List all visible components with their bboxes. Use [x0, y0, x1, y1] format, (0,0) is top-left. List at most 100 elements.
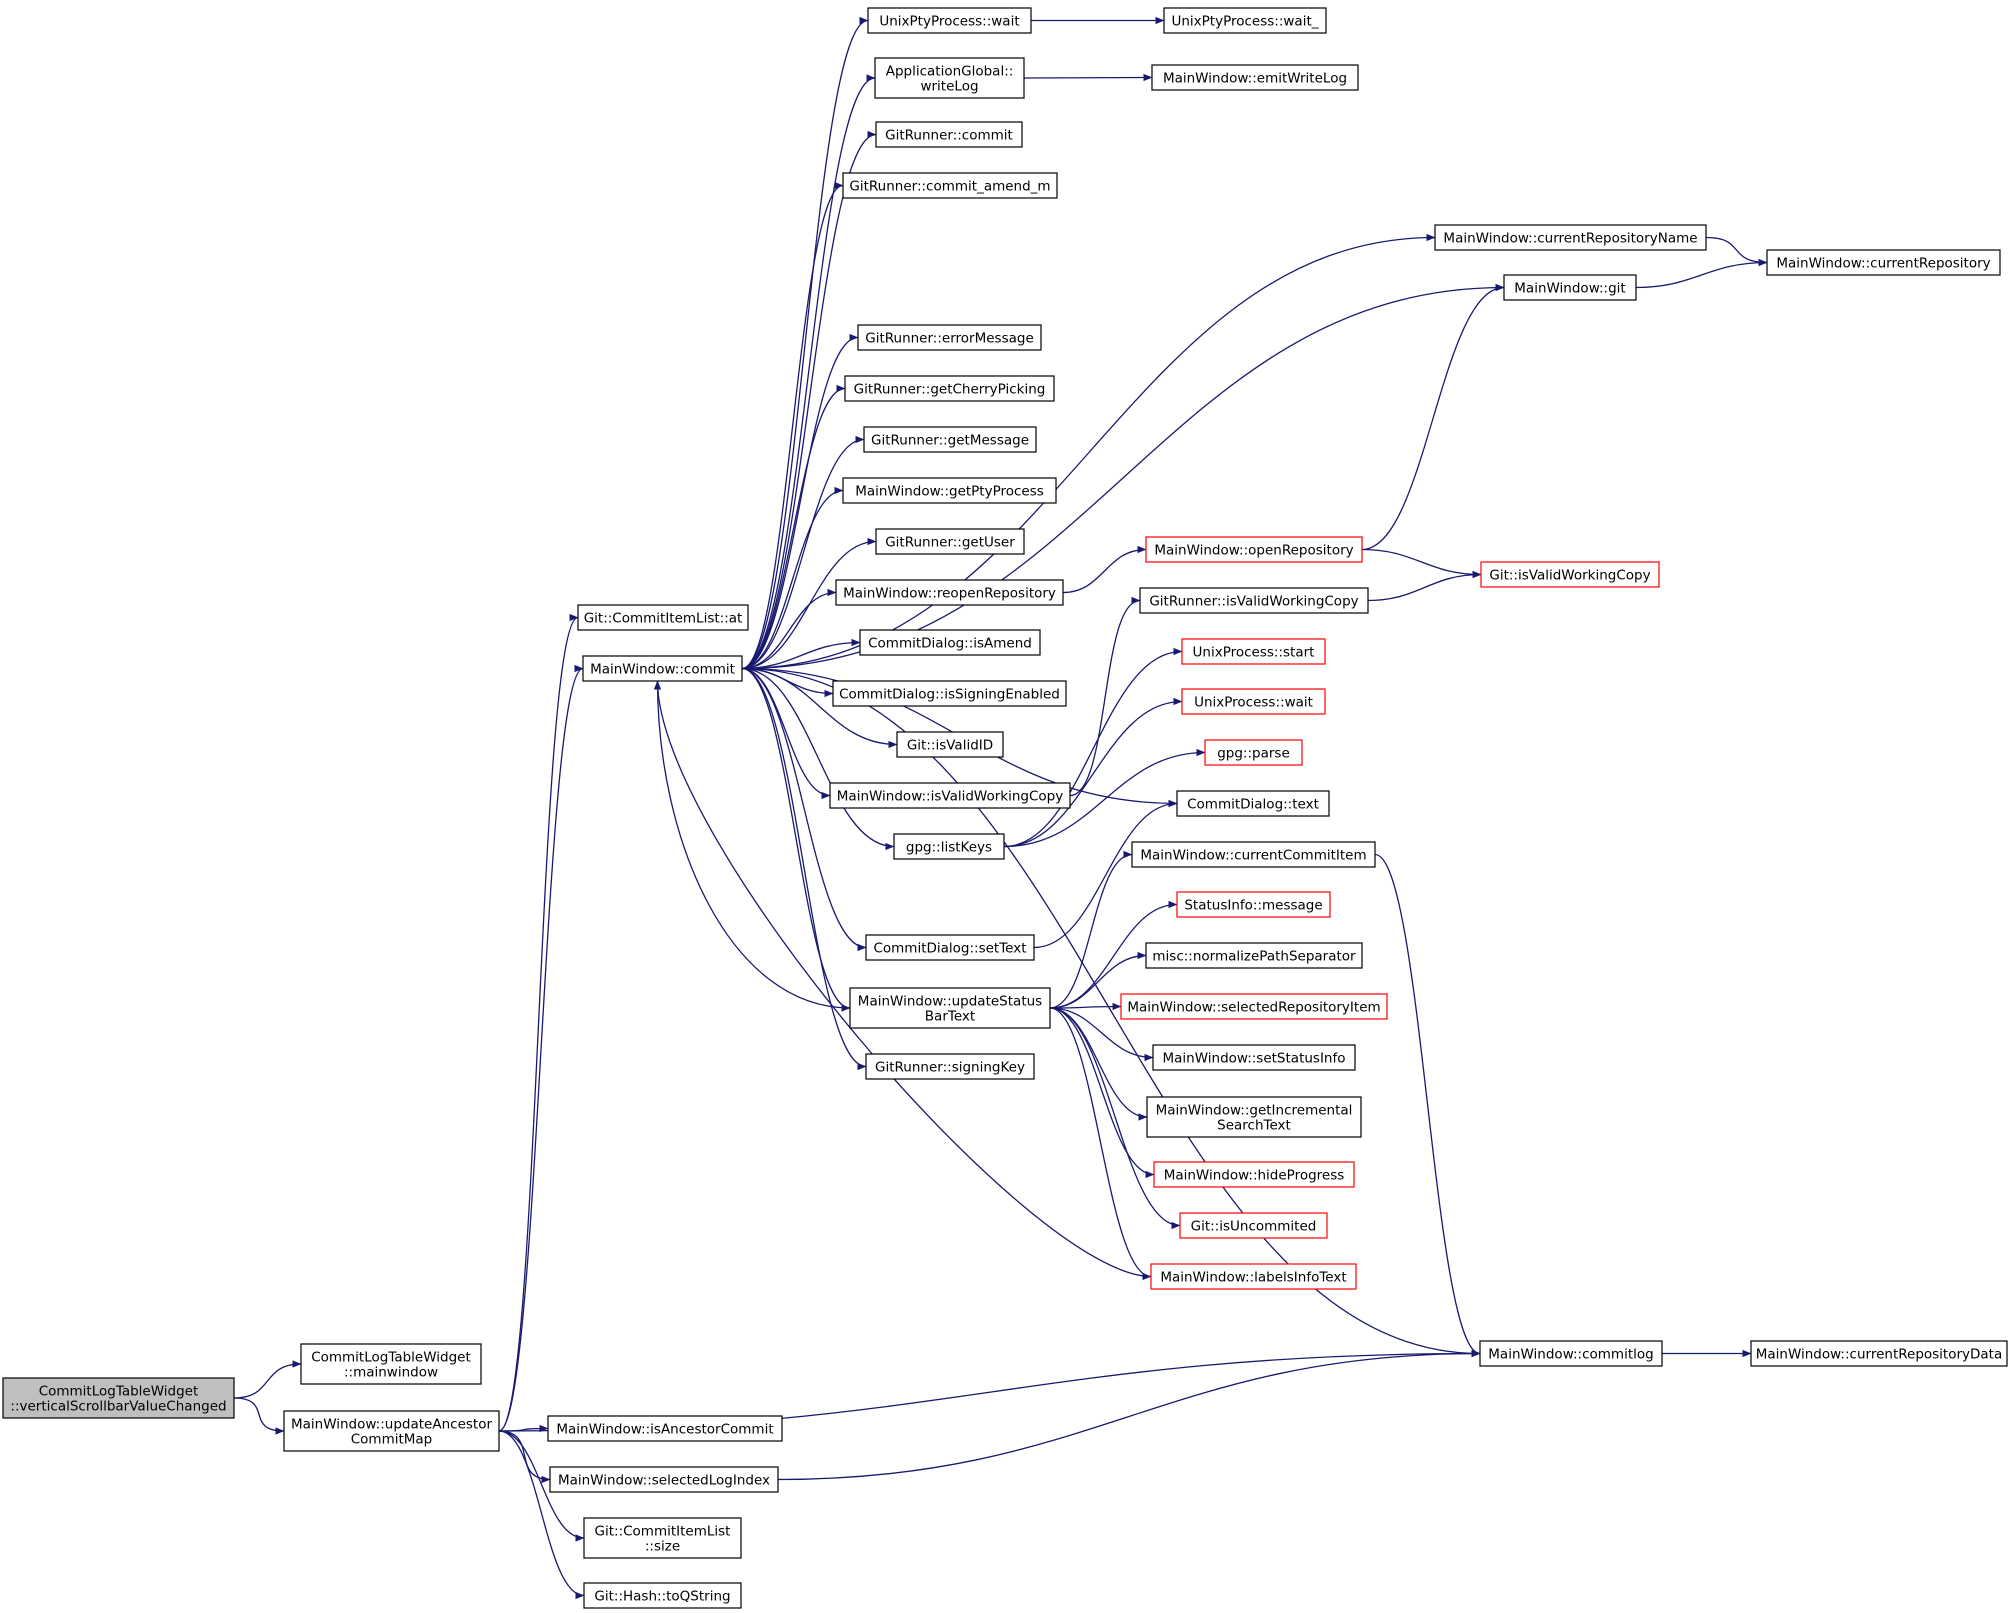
graph-node-mw-isvalidwc[interactable]: MainWindow::isValidWorkingCopy	[829, 782, 1071, 809]
edge-update-anc-to-mw-sellog	[498, 1430, 551, 1484]
graph-node-mw-reopen[interactable]: MainWindow::reopenRepository	[835, 579, 1064, 606]
graph-node-mw-labels[interactable]: MainWindow::labelsInfoText	[1150, 1263, 1357, 1290]
node-label: CommitDialog::setText	[873, 941, 1026, 957]
node-label: Git::CommitItemList::at	[584, 611, 743, 627]
graph-node-root[interactable]: CommitLogTableWidget::verticalScrollbarV…	[2, 1377, 235, 1419]
graph-node-up-start[interactable]: UnixProcess::start	[1181, 638, 1326, 665]
graph-node-mw-currepodata[interactable]: MainWindow::currentRepositoryData	[1750, 1340, 2008, 1367]
edge-mw-git-to-mw-currepo	[1635, 258, 1768, 289]
graph-node-gpg-listkeys[interactable]: gpg::listKeys	[893, 833, 1005, 860]
node-label: StatusInfo::message	[1184, 898, 1322, 914]
graph-node-gr-commit[interactable]: GitRunner::commit	[875, 121, 1023, 148]
graph-node-upty-wait-[interactable]: UnixPtyProcess::wait_	[1163, 7, 1327, 34]
node-label: CommitDialog::isSigningEnabled	[839, 687, 1060, 703]
graph-node-mw-git[interactable]: MainWindow::git	[1503, 274, 1637, 301]
node-box	[1145, 942, 1363, 969]
node-box	[874, 57, 1025, 99]
graph-node-git-isvalidwc[interactable]: Git::isValidWorkingCopy	[1480, 561, 1660, 588]
node-label: ::verticalScrollbarValueChanged	[10, 1399, 226, 1415]
graph-node-gpg-parse[interactable]: gpg::parse	[1204, 739, 1303, 766]
edge-mw-commit-to-gr-amend	[741, 181, 844, 670]
graph-node-clt-mainwindow[interactable]: CommitLogTableWidget::mainwindow	[300, 1343, 482, 1385]
node-layer: CommitLogTableWidget::verticalScrollbarV…	[2, 7, 2008, 1609]
edge-mw-updstatus-to-mw-curcommit	[1049, 850, 1133, 1009]
edge-mw-updstatus-to-mw-labels	[1049, 1007, 1152, 1281]
node-box	[859, 629, 1041, 656]
edge-mw-reopen-to-mw-openrepo	[1062, 545, 1147, 594]
graph-node-app-writelog[interactable]: ApplicationGlobal::writeLog	[874, 57, 1025, 99]
graph-node-mw-commitlog[interactable]: MainWindow::commitlog	[1479, 1340, 1663, 1367]
graph-node-upty-wait[interactable]: UnixPtyProcess::wait	[867, 7, 1032, 34]
node-box	[2, 1377, 235, 1419]
node-box	[849, 987, 1051, 1029]
graph-node-mw-isanc[interactable]: MainWindow::isAncestorCommit	[547, 1415, 783, 1442]
edge-update-anc-to-hash-toq	[498, 1430, 585, 1600]
graph-node-cd-isamend[interactable]: CommitDialog::isAmend	[859, 629, 1041, 656]
node-label: UnixProcess::wait	[1194, 695, 1313, 711]
graph-node-mw-curcommit[interactable]: MainWindow::currentCommitItem	[1131, 841, 1376, 868]
graph-node-si-message[interactable]: StatusInfo::message	[1176, 891, 1331, 918]
graph-node-mw-currepname[interactable]: MainWindow::currentRepositoryName	[1434, 224, 1707, 251]
graph-node-mw-hideprog[interactable]: MainWindow::hideProgress	[1153, 1161, 1355, 1188]
graph-node-gr-getmsg[interactable]: GitRunner::getMessage	[863, 426, 1037, 453]
graph-node-gr-getuser[interactable]: GitRunner::getUser	[875, 528, 1025, 555]
node-box	[1150, 1263, 1357, 1290]
edge-mw-commit-to-mw-updstatus	[741, 667, 851, 1012]
node-label: UnixPtyProcess::wait_	[1171, 14, 1318, 30]
node-label: MainWindow::currentRepository	[1776, 256, 1990, 272]
graph-node-cil-at[interactable]: Git::CommitItemList::at	[577, 604, 749, 631]
graph-node-gr-isvalidwc[interactable]: GitRunner::isValidWorkingCopy	[1139, 587, 1369, 614]
graph-node-git-isuncom[interactable]: Git::isUncommited	[1179, 1212, 1328, 1239]
graph-node-mw-commit[interactable]: MainWindow::commit	[582, 655, 743, 682]
node-box	[832, 680, 1067, 707]
node-box	[857, 324, 1042, 351]
graph-node-gr-amend[interactable]: GitRunner::commit_amend_m	[842, 172, 1058, 199]
node-box	[867, 7, 1032, 34]
node-label: MainWindow::getIncremental	[1156, 1103, 1353, 1119]
node-box	[865, 934, 1035, 961]
graph-node-mw-setstatus[interactable]: MainWindow::setStatusInfo	[1152, 1044, 1356, 1071]
graph-node-mw-currepo[interactable]: MainWindow::currentRepository	[1766, 249, 2001, 276]
edge-mw-currepname-to-mw-currepo	[1705, 236, 1768, 267]
graph-node-mw-selrepo[interactable]: MainWindow::selectedRepositoryItem	[1120, 993, 1388, 1020]
node-box	[1153, 1161, 1355, 1188]
node-label: ::mainwindow	[344, 1365, 438, 1381]
node-label: MainWindow::commitlog	[1488, 1347, 1653, 1363]
graph-node-cil-size[interactable]: Git::CommitItemList::size	[583, 1517, 742, 1559]
node-label: GitRunner::isValidWorkingCopy	[1149, 594, 1358, 610]
node-label: MainWindow::isAncestorCommit	[556, 1422, 773, 1438]
graph-node-hash-toq[interactable]: Git::Hash::toQString	[583, 1582, 742, 1609]
graph-node-mw-sellog[interactable]: MainWindow::selectedLogIndex	[549, 1466, 779, 1493]
node-label: CommitLogTableWidget	[39, 1384, 199, 1400]
edge-mw-commit-to-app-writelog	[741, 74, 876, 670]
graph-node-cd-text[interactable]: CommitDialog::text	[1176, 790, 1330, 817]
graph-node-mw-getpty[interactable]: MainWindow::getPtyProcess	[842, 477, 1057, 504]
graph-node-mw-openrepo[interactable]: MainWindow::openRepository	[1145, 536, 1363, 563]
node-label: Git::isValidWorkingCopy	[1489, 568, 1650, 584]
node-label: MainWindow::emitWriteLog	[1163, 71, 1347, 87]
graph-node-gr-signkey[interactable]: GitRunner::signingKey	[865, 1053, 1035, 1080]
node-label: GitRunner::getMessage	[871, 433, 1029, 449]
graph-node-misc-norm[interactable]: misc::normalizePathSeparator	[1145, 942, 1363, 969]
node-label: MainWindow::currentCommitItem	[1140, 848, 1366, 864]
graph-node-gr-cherry[interactable]: GitRunner::getCherryPicking	[844, 375, 1055, 402]
edge-mw-updstatus-to-git-isuncom	[1049, 1007, 1181, 1230]
node-box	[583, 1517, 742, 1559]
graph-node-gr-err[interactable]: GitRunner::errorMessage	[857, 324, 1042, 351]
node-label: GitRunner::commit	[885, 128, 1013, 144]
node-box	[1434, 224, 1707, 251]
edge-mw-updstatus-to-mw-selrepo	[1049, 1002, 1122, 1011]
edge-mw-curcommit-to-mw-commitlog	[1374, 853, 1481, 1358]
graph-node-cd-settext[interactable]: CommitDialog::setText	[865, 934, 1035, 961]
graph-node-mw-emitlog[interactable]: MainWindow::emitWriteLog	[1151, 64, 1359, 91]
graph-node-git-validid[interactable]: Git::isValidID	[896, 731, 1004, 758]
node-label: MainWindow::openRepository	[1154, 543, 1353, 559]
node-box	[844, 375, 1055, 402]
graph-node-cd-signing[interactable]: CommitDialog::isSigningEnabled	[832, 680, 1067, 707]
graph-node-up-wait[interactable]: UnixProcess::wait	[1181, 688, 1326, 715]
edge-mw-commit-to-cd-settext	[741, 667, 867, 952]
